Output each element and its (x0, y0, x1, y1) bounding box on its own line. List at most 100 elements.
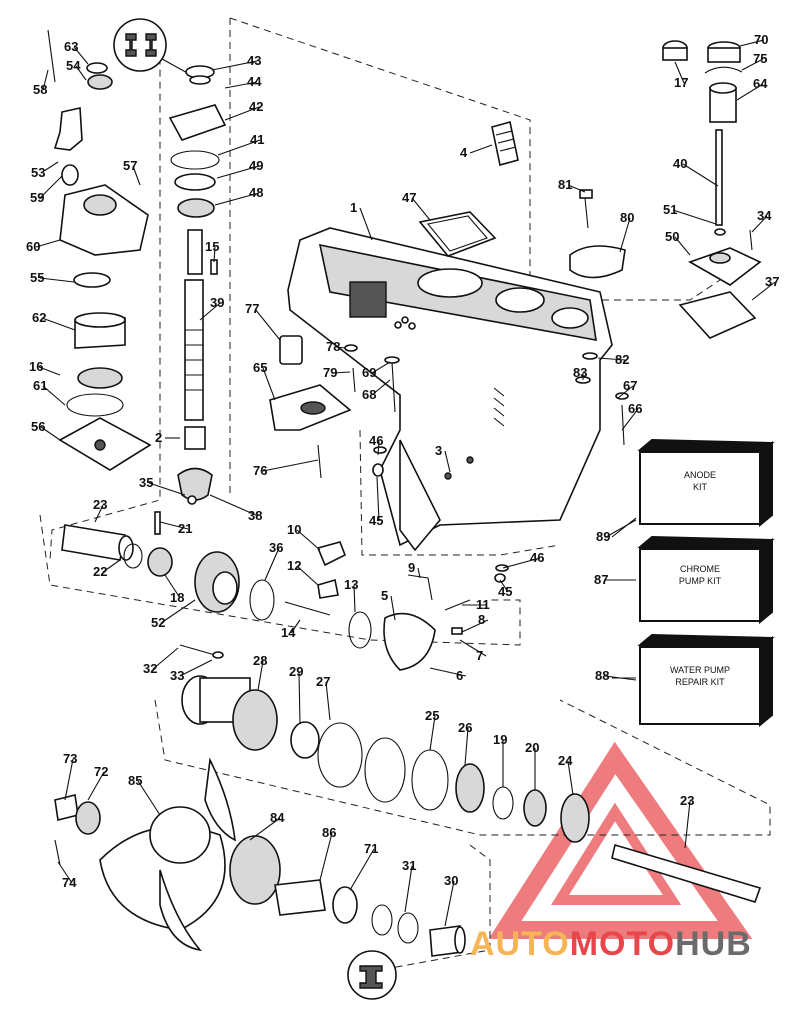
leader-line-28 (257, 660, 264, 691)
kit-box-chrome-pump: CHROME PUMP KIT (637, 535, 775, 625)
part-label-50: 50 (665, 229, 679, 244)
part-label-6: 6 (456, 668, 463, 683)
part-label-43: 43 (247, 53, 261, 68)
part-label-1: 1 (350, 200, 357, 215)
leader-line-29 (298, 671, 301, 725)
leader-line-8 (461, 619, 489, 633)
anode-block (491, 121, 519, 166)
part-label-56: 56 (31, 419, 45, 434)
leader-line-49 (216, 165, 260, 179)
part-label-16: 16 (29, 359, 43, 374)
part-label-87: 87 (594, 572, 608, 587)
leader-line-30 (444, 880, 455, 927)
part-label-33: 33 (170, 668, 184, 683)
leader-line-13 (353, 584, 356, 613)
part-number-labels: 1234567891011121314151617181920212223232… (26, 32, 779, 890)
part-label-22: 22 (93, 564, 107, 579)
part-label-84: 84 (270, 810, 285, 825)
leader-line-10 (296, 529, 321, 551)
part-label-23: 23 (680, 793, 694, 808)
leader-line-34 (751, 215, 768, 233)
leader-line-84 (249, 817, 281, 841)
part-label-53: 53 (31, 165, 45, 180)
leader-line-27 (325, 681, 331, 721)
leader-line-6 (429, 667, 467, 677)
part-label-10: 10 (287, 522, 301, 537)
part-label-41: 41 (250, 132, 264, 147)
leader-line-36 (264, 547, 280, 581)
part-label-37: 37 (765, 274, 779, 289)
part-label-60: 60 (26, 239, 40, 254)
leader-line-75 (741, 58, 764, 71)
watermark-hub: HUB (675, 925, 752, 963)
part-label-66: 66 (628, 401, 642, 416)
kit-box-water-pump-repair: WATER PUMP REPAIR KIT (637, 633, 775, 728)
kit-box-chrome-pump-line1: CHROME (680, 564, 720, 574)
part-label-71: 71 (364, 841, 378, 856)
dashed-group-outlines (39, 17, 771, 971)
leader-line-47 (411, 197, 431, 221)
leader-line-16 (38, 366, 61, 376)
leader-line-61 (42, 385, 66, 406)
part-label-2: 2 (155, 430, 162, 445)
leader-line-23 (684, 800, 691, 849)
leader-line-86 (319, 832, 333, 881)
gasket-47 (418, 211, 497, 257)
part-label-8: 8 (478, 612, 485, 627)
leader-line-67 (617, 385, 634, 399)
part-label-47: 47 (402, 190, 416, 205)
gearcase-housing (287, 227, 613, 552)
inset-detail-top (113, 18, 167, 72)
part-label-57: 57 (123, 158, 137, 173)
leader-line-15 (213, 246, 216, 263)
part-label-65: 65 (253, 360, 267, 375)
part-label-23: 23 (93, 497, 107, 512)
part-label-44: 44 (247, 74, 262, 89)
part-label-76: 76 (253, 463, 267, 478)
part-label-9: 9 (408, 560, 415, 575)
leader-line-45 (499, 579, 509, 593)
leader-line-3 (444, 450, 451, 473)
leader-line-50 (674, 236, 691, 256)
leader-line-38 (209, 494, 259, 517)
part-label-30: 30 (444, 873, 458, 888)
leader-line-32 (152, 647, 179, 670)
leader-line-56 (40, 426, 61, 441)
part-label-72: 72 (94, 764, 108, 779)
part-label-61: 61 (33, 378, 47, 393)
part-label-49: 49 (249, 158, 263, 173)
part-label-36: 36 (269, 540, 283, 555)
leader-line-76 (262, 459, 319, 472)
part-label-13: 13 (344, 577, 358, 592)
part-label-39: 39 (210, 295, 224, 310)
leader-line-17 (674, 61, 685, 84)
part-label-12: 12 (287, 558, 301, 573)
part-label-42: 42 (249, 99, 263, 114)
part-label-48: 48 (249, 185, 263, 200)
part-label-17: 17 (674, 75, 688, 90)
part-label-79: 79 (323, 365, 337, 380)
part-label-69: 69 (362, 365, 376, 380)
leader-line-35 (148, 482, 186, 496)
part-label-81: 81 (558, 177, 572, 192)
leader-line-40 (682, 163, 719, 187)
leader-line-7 (459, 639, 487, 657)
part-label-21: 21 (178, 521, 192, 536)
part-label-45: 45 (498, 584, 512, 599)
leader-line-78 (335, 346, 346, 349)
part-label-32: 32 (143, 661, 157, 676)
part-label-20: 20 (525, 740, 539, 755)
kit-box-water-pump-line2: REPAIR KIT (675, 677, 725, 687)
part-label-31: 31 (402, 858, 416, 873)
leader-line-52 (160, 599, 196, 624)
part-label-68: 68 (362, 387, 376, 402)
part-label-25: 25 (425, 708, 439, 723)
leader-line-73 (64, 758, 74, 801)
part-label-26: 26 (458, 720, 472, 735)
kit-boxes: ANODE KIT CHROME PUMP KIT WATER PUMP REP… (611, 438, 775, 728)
part-label-70: 70 (754, 32, 768, 47)
hardware-fasteners (269, 335, 629, 583)
bearing-housing-row (179, 644, 762, 903)
leader-line-64 (736, 83, 764, 101)
watermark-auto: AUTO (470, 925, 570, 963)
